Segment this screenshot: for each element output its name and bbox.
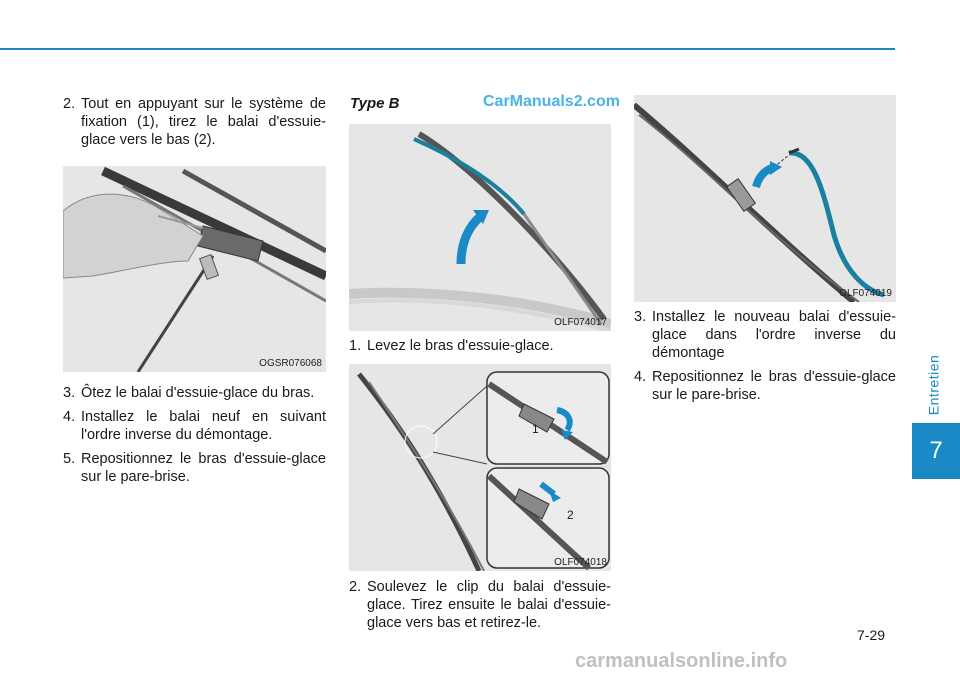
install-blade-illustration (634, 95, 896, 302)
step-item: 4. Repositionnez le bras d'essuie-glace … (634, 368, 896, 404)
step-number: 3. (63, 385, 76, 401)
step-number: 1. (349, 338, 362, 354)
figure-code: OLF074017 (554, 317, 607, 328)
step-item: 3. Installez le nouveau balai d'essuie-g… (634, 308, 896, 362)
step-text: Tout en appuyant sur le système de fixat… (81, 96, 326, 148)
step-text: Installez le nouveau balai d'essuie-glac… (652, 309, 896, 361)
step-number: 2. (349, 579, 362, 595)
figure-clip-release: 1 2 OLF074018 (349, 364, 611, 571)
step-item: 4. Installez le balai neuf en suivant l'… (63, 408, 326, 444)
step-number: 4. (634, 369, 647, 385)
step-text: Repositionnez le bras d'essuie-glace sur… (652, 369, 896, 403)
watermark-link[interactable]: CarManuals2.com (483, 93, 620, 110)
lift-arm-illustration (349, 124, 611, 331)
step-item: 5. Repositionnez le bras d'essuie-glace … (63, 450, 326, 486)
middle-step-2: 2. Soulevez le clip du balai d'essuie-gl… (349, 578, 611, 638)
chapter-label-text: Entretien (925, 354, 942, 416)
chapter-number-tab: 7 (912, 423, 960, 479)
step-number: 3. (634, 309, 647, 325)
bottom-watermark[interactable]: carmanualsonline.info (575, 650, 788, 672)
right-column-steps: 3. Installez le nouveau balai d'essuie-g… (634, 308, 896, 410)
wiper-release-illustration (63, 166, 326, 372)
page-number: 7-29 (857, 627, 886, 643)
figure-wiper-release: OGSR076068 (63, 166, 326, 372)
step-item: 1. Levez le bras d'essuie-glace. (349, 337, 611, 355)
step-number: 2. (63, 96, 76, 112)
step-text: Repositionnez le bras d'essuie-glace sur… (81, 451, 326, 485)
step-item: 3. Ôtez le balai d'essuie-glace du bras. (63, 384, 326, 402)
clip-release-illustration (349, 364, 611, 571)
step-number: 4. (63, 409, 76, 425)
step-text: Levez le bras d'essuie-glace. (367, 338, 554, 354)
figure-lift-arm: OLF074017 (349, 124, 611, 331)
middle-step-1: 1. Levez le bras d'essuie-glace. (349, 337, 611, 361)
step-item: 2. Soulevez le clip du balai d'essuie-gl… (349, 578, 611, 632)
step-number: 5. (63, 451, 76, 467)
figure-code: OLF074019 (839, 288, 892, 299)
figure-code: OLF074018 (554, 557, 607, 568)
left-column: 2. Tout en appuyant sur le système de fi… (63, 95, 326, 155)
header-rule (0, 48, 895, 50)
left-column-steps: 3. Ôtez le balai d'essuie-glace du bras.… (63, 384, 326, 492)
figure-code: OGSR076068 (259, 358, 322, 369)
section-heading: Type B (350, 95, 400, 112)
step-text: Soulevez le clip du balai d'essuie-glace… (367, 579, 611, 631)
chapter-label: Entretien (918, 350, 948, 420)
figure-install-blade: OLF074019 (634, 95, 896, 302)
step-text: Installez le balai neuf en suivant l'ord… (81, 409, 326, 443)
step-item: 2. Tout en appuyant sur le système de fi… (63, 95, 326, 149)
callout-2: 2 (567, 508, 574, 522)
callout-1: 1 (532, 422, 539, 436)
step-text: Ôtez le balai d'essuie-glace du bras. (81, 385, 315, 401)
